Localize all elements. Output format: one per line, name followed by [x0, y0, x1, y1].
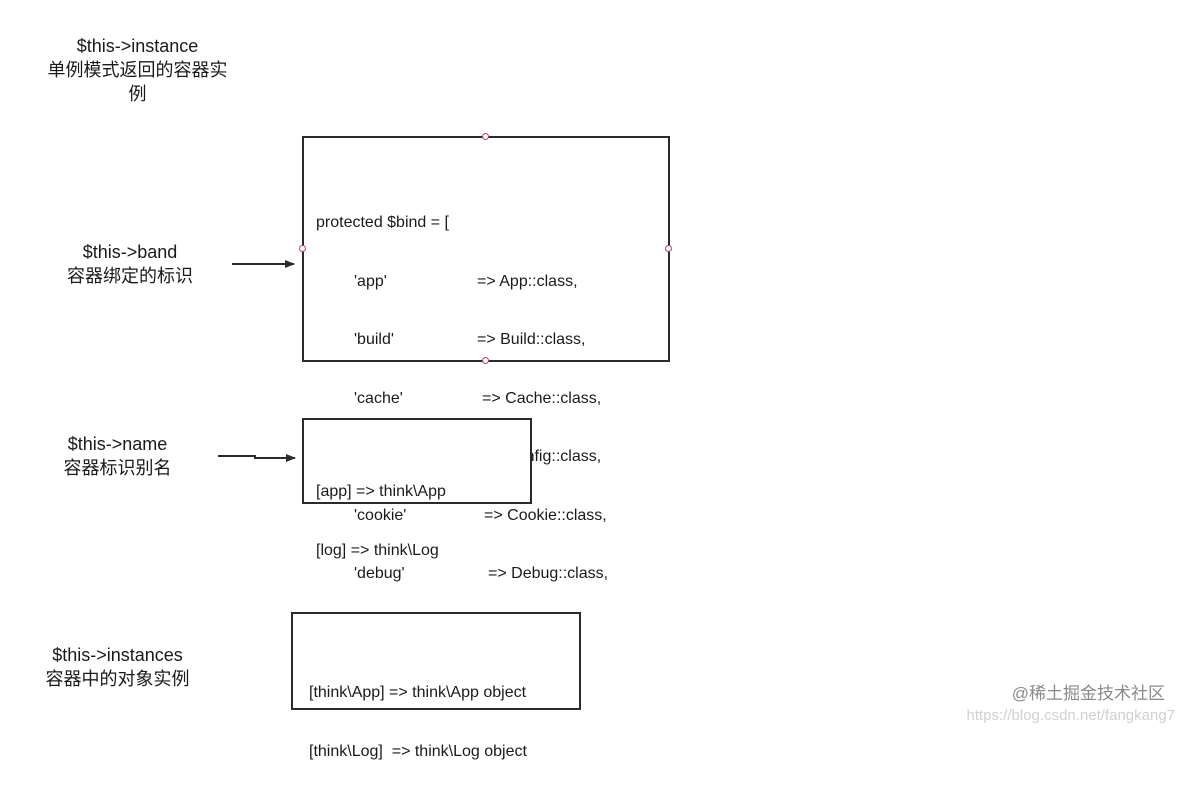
bind-row-cache: 'cache'=> Cache::class,: [354, 389, 602, 407]
instances-row-app: [think\App] => think\App object: [309, 684, 527, 701]
bind-header: protected $bind = [: [316, 214, 449, 231]
resize-handle-right[interactable]: [665, 245, 672, 252]
name-box[interactable]: [app] => think\App [log] => think\Log: [302, 418, 532, 559]
name-label-code: $this->name: [67, 434, 168, 454]
bind-row-cookie: 'cookie'=> Cookie::class,: [354, 506, 607, 524]
name-label-desc: 容器标识别名: [63, 458, 172, 478]
instances-label-code: $this->instances: [52, 645, 183, 665]
watermark-text: @稀土掘金技术社区: [1011, 684, 1165, 703]
resize-handle-bottom[interactable]: [482, 357, 489, 364]
instances-label: $this->instances 容器中的对象实例: [20, 643, 215, 691]
instances-row-log: [think\Log] => think\Log object: [309, 742, 527, 760]
bind-row-debug: 'debug'=> Debug::class,: [354, 565, 609, 582]
instance-label-desc-cont: 例: [128, 84, 147, 104]
band-label-desc: 容器绑定的标识: [67, 266, 193, 286]
instances-label-desc: 容器中的对象实例: [45, 669, 190, 689]
name-label: $this->name 容器标识别名: [30, 432, 205, 480]
name-row-log: [log] => think\Log: [316, 541, 439, 559]
bind-row-build: 'build'=> Build::class,: [354, 331, 586, 348]
band-label-code: $this->band: [82, 242, 178, 262]
instance-label-code: $this->instance: [76, 36, 199, 56]
bind-box[interactable]: protected $bind = [ 'app'=> App::class, …: [302, 136, 670, 582]
instances-box[interactable]: [think\App] => think\App object [think\L…: [291, 612, 581, 760]
instance-label: $this->instance 单例模式返回的容器实 例: [30, 34, 245, 106]
name-row-app: [app] => think\App: [316, 483, 446, 500]
resize-handle-left[interactable]: [299, 245, 306, 252]
resize-handle-top[interactable]: [482, 133, 489, 140]
band-label: $this->band 容器绑定的标识: [40, 240, 220, 288]
name-arrow: [218, 454, 296, 462]
arrows-layer: [218, 260, 296, 462]
instance-label-desc: 单例模式返回的容器实: [47, 60, 228, 80]
bind-row-app: 'app'=> App::class,: [354, 272, 578, 290]
watermark-url: https://blog.csdn.net/fangkang7: [966, 707, 1175, 724]
